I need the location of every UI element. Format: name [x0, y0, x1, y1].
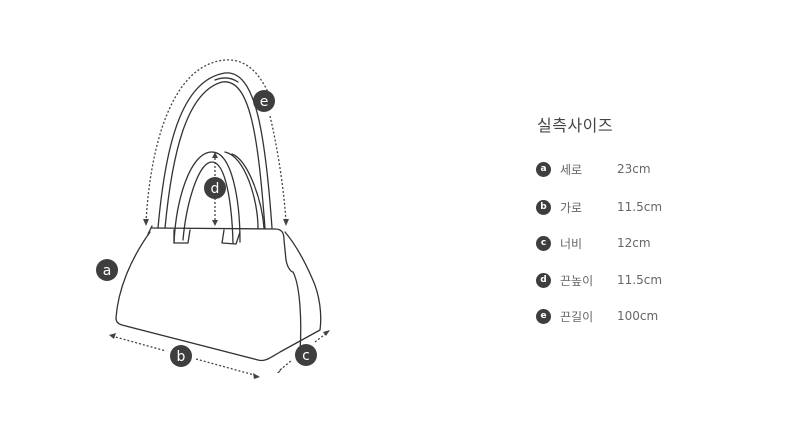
measurement-value: 100cm: [617, 309, 659, 323]
measurement-row-c: c 너비 12cm: [536, 234, 651, 252]
badge-b: b: [536, 199, 551, 215]
svg-text:e: e: [260, 94, 269, 110]
measurement-value: 12cm: [617, 236, 651, 250]
measurement-label: 너비: [560, 236, 583, 251]
svg-text:b: b: [177, 349, 186, 365]
measurement-value: 23cm: [617, 162, 651, 176]
measurement-row-d: d 끈높이 11.5cm: [536, 271, 662, 289]
svg-text:c: c: [302, 348, 310, 364]
badge-e: e: [536, 308, 551, 324]
marker-c: c: [295, 344, 317, 366]
measurement-row-a: a 세로 23cm: [536, 160, 651, 178]
svg-text:a: a: [103, 263, 112, 279]
marker-b: b: [170, 345, 192, 367]
marker-d: d: [204, 177, 226, 199]
marker-e: e: [253, 90, 275, 112]
section-title: 실측사이즈: [537, 116, 614, 135]
measurement-row-b: b 가로 11.5cm: [536, 198, 662, 216]
measurement-value: 11.5cm: [617, 200, 663, 214]
measurement-value: 11.5cm: [617, 273, 663, 287]
measurement-label: 끈높이: [560, 273, 594, 288]
svg-text:d: d: [211, 181, 220, 197]
measurement-row-e: e 끈길이 100cm: [536, 307, 658, 325]
measurement-label: 가로: [560, 200, 583, 215]
badge-a: a: [536, 161, 551, 177]
badge-d: d: [536, 272, 551, 288]
marker-a: a: [96, 259, 118, 281]
measurement-label: 세로: [560, 162, 583, 177]
badge-c: c: [536, 235, 551, 251]
measurement-label: 끈길이: [560, 309, 594, 324]
